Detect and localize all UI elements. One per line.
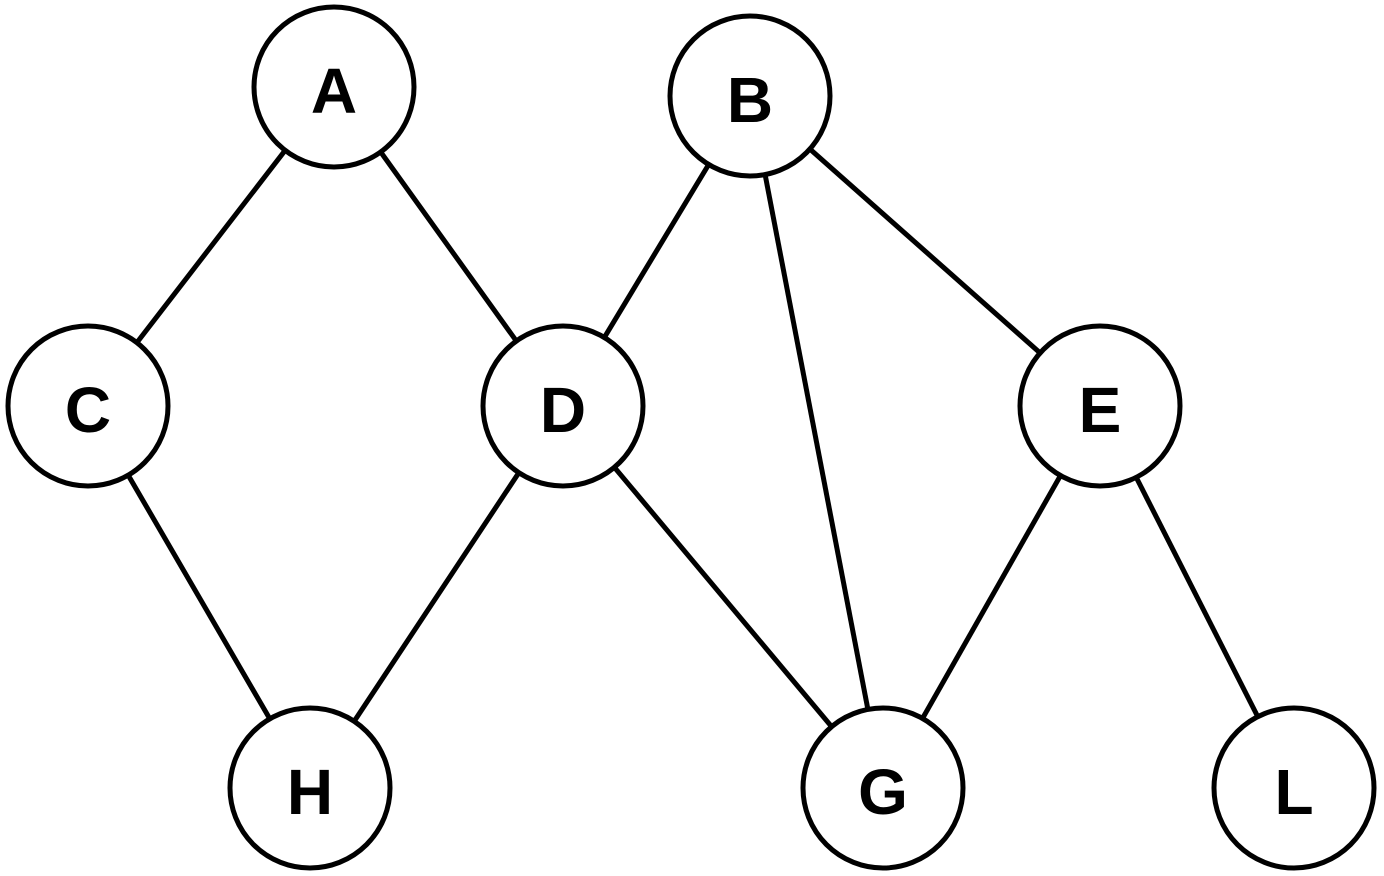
node-label: L bbox=[1274, 756, 1313, 828]
node-e: E bbox=[1017, 323, 1183, 489]
nodes-layer: A B C D E H G L bbox=[5, 4, 1377, 871]
node-label: H bbox=[287, 756, 333, 828]
node-label: B bbox=[727, 64, 773, 136]
node-circle bbox=[251, 4, 417, 170]
node-c: C bbox=[5, 323, 171, 489]
node-label: G bbox=[858, 756, 908, 828]
node-circle bbox=[667, 13, 833, 179]
node-circle bbox=[480, 323, 646, 489]
node-circle bbox=[227, 705, 393, 871]
node-h: H bbox=[227, 705, 393, 871]
node-label: E bbox=[1079, 374, 1122, 446]
node-label: A bbox=[311, 55, 357, 127]
node-label: D bbox=[540, 374, 586, 446]
edge-b-g bbox=[747, 95, 886, 789]
node-label: C bbox=[65, 374, 111, 446]
node-d: D bbox=[480, 323, 646, 489]
node-circle bbox=[1211, 705, 1377, 871]
node-circle bbox=[5, 323, 171, 489]
node-b: B bbox=[667, 13, 833, 179]
edge-d-g bbox=[561, 404, 885, 790]
node-g: G bbox=[800, 705, 966, 871]
node-circle bbox=[800, 705, 966, 871]
node-l: L bbox=[1211, 705, 1377, 871]
node-a: A bbox=[251, 4, 417, 170]
node-circle bbox=[1017, 323, 1183, 489]
